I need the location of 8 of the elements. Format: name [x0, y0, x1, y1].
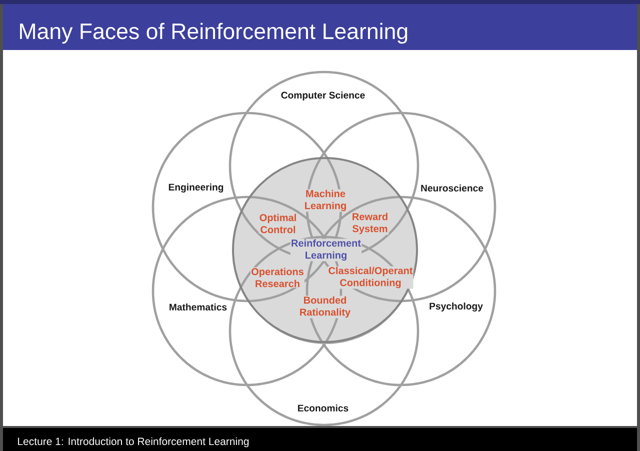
overlap-label: Machine Learning: [304, 189, 348, 212]
title-bar: Many Faces of Reinforcement Learning: [0, 0, 640, 50]
overlap-label: Bounded Rationality: [298, 296, 352, 318]
overlap-label: Optimal Control: [258, 213, 298, 234]
overlap-label: Reward System: [351, 212, 389, 235]
overlap-label: Classical/Operant Conditioning: [328, 266, 414, 289]
overlap-label: Operations Research: [250, 267, 304, 288]
footer-bar: Lecture 1: Introduction to Reinforcement Learning: [3, 428, 637, 451]
